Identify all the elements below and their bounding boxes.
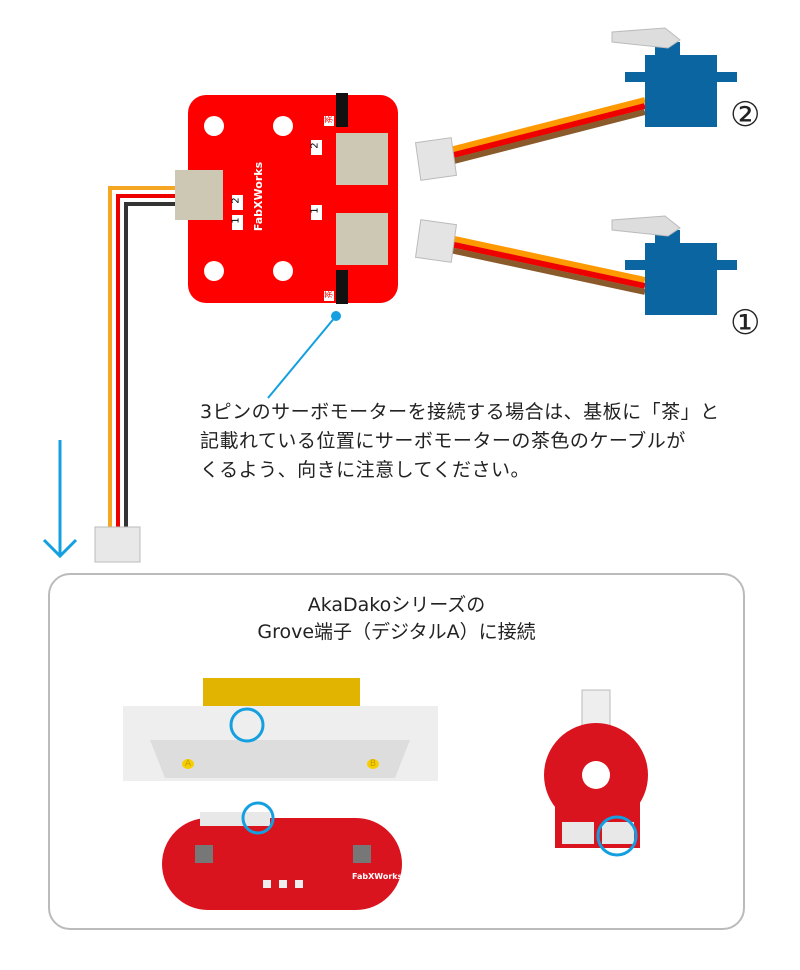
port-1-label: 1	[309, 207, 321, 214]
port-2-label: 2	[309, 142, 321, 149]
button-b-label: B	[367, 759, 379, 769]
servo-2-label: ②	[730, 95, 761, 135]
servo-cable-1	[414, 219, 646, 295]
servo-2	[611, 27, 737, 127]
callout-line	[267, 311, 341, 399]
grove-cable	[94, 186, 175, 563]
brown-label-top: 茶	[324, 115, 334, 124]
title-line: AkaDakoシリーズの	[307, 594, 486, 616]
button-a-label: A	[182, 759, 194, 769]
board-logo: FabXWorks	[252, 161, 266, 232]
akadako-title: AkaDakoシリーズの Grove端子（デジタルA）に接続	[48, 592, 745, 646]
akadako-round-board	[544, 689, 648, 857]
note-line: 3ピンのサーボモーターを接続する場合は、基板に「茶」と	[200, 401, 720, 423]
input-2-label: 2	[230, 197, 242, 204]
servo-board	[175, 93, 398, 304]
brown-label-bottom: 茶	[324, 290, 334, 299]
note-line: くるよう、向きに注意してください。	[200, 459, 530, 481]
connection-note: 3ピンのサーボモーターを接続する場合は、基板に「茶」と 記載れている位置にサーボ…	[200, 398, 720, 485]
title-line: Grove端子（デジタルA）に接続	[257, 621, 536, 643]
servo-cable-2	[414, 97, 646, 181]
down-arrow-icon	[42, 440, 78, 559]
input-1-label: 1	[230, 217, 242, 224]
note-line: 記載れている位置にサーボモーターの茶色のケーブルが	[200, 430, 686, 452]
servo-1-label: ①	[730, 303, 761, 343]
servo-1	[611, 215, 737, 315]
akadako-panel	[48, 573, 745, 930]
akadako-stick-board	[123, 678, 438, 781]
akadako-oval-board	[162, 801, 402, 910]
akadako-logo: FabXWorks	[352, 872, 403, 881]
